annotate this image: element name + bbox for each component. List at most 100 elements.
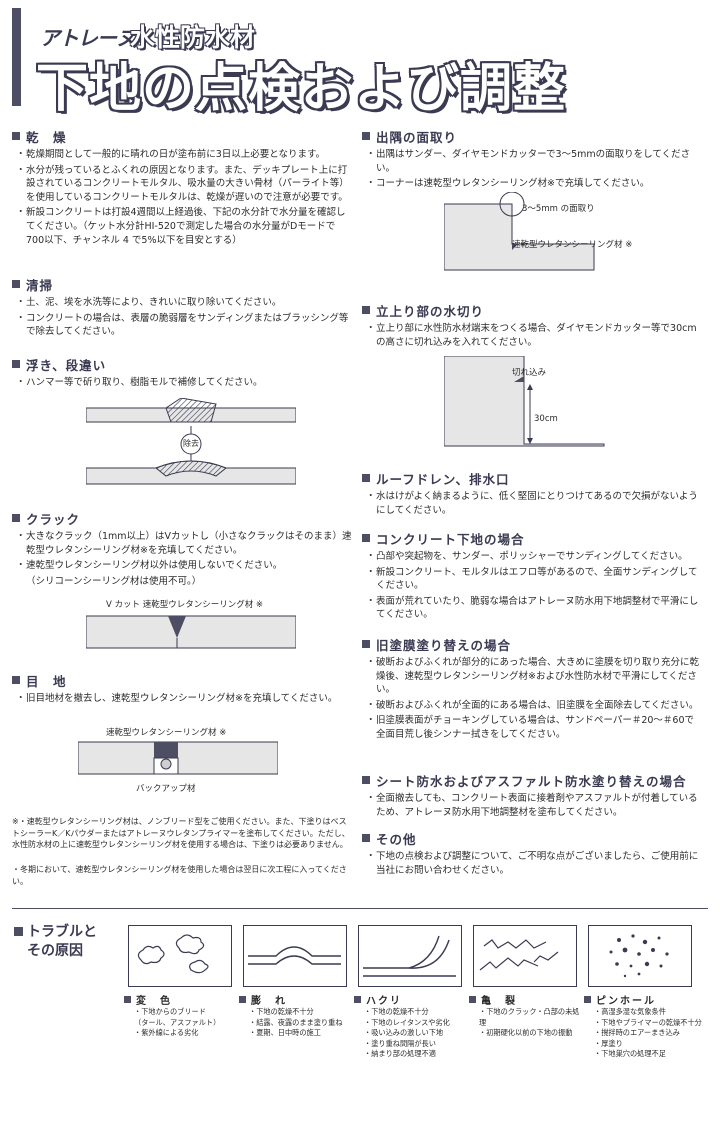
- list-item: ・下地の乾燥不十分: [364, 1007, 429, 1016]
- bullet-square-icon: [362, 776, 370, 784]
- section-sheet: シート防水およびアスファルト防水塗り替えの場合 ・全面撤去しても、コンクリート表…: [362, 772, 702, 821]
- list-item: ・立上り部に水性防水材端末をつくる場合、ダイヤモンドカッター等で30cmの高さに…: [366, 323, 697, 348]
- joint-diagram-label: バックアップ材: [136, 784, 196, 794]
- corner-diagram: [444, 192, 595, 271]
- bullet-square-icon: [12, 132, 20, 140]
- crack-diagram-label: V カット 速乾型ウレタンシーリング材 ※: [106, 600, 264, 610]
- list-item: ・下地の点検および調整について、ご不明な点がございましたら、ご使用前に当社にお問…: [366, 851, 699, 876]
- upstand-diagram: [444, 356, 605, 447]
- section-float: 浮き、段違い ・ハンマー等で斫り取り、樹脂モルで補修してください。: [12, 356, 352, 392]
- divider: [12, 908, 708, 909]
- list-item: ・撹拌時のエアーまき込み: [594, 1028, 680, 1037]
- trouble-card-blister: 膨 れ ・下地の乾燥不十分 ・結露、夜露のまま塗り重ね ・夏期、日中時の施工: [239, 992, 355, 1039]
- blister-icon: [248, 946, 341, 965]
- trouble-card-pinhole: ピンホール ・高湿多湿な気象条件 ・下地やプライマーの乾燥不十分 ・撹拌時のエア…: [584, 992, 708, 1060]
- list-item: ・下地巣穴の処理不足: [594, 1049, 666, 1058]
- section-heading: ルーフドレン、排水口: [376, 471, 510, 487]
- trouble-heading: トラブルと その原因: [14, 923, 97, 961]
- list-item: ・吸い込みの激しい下地: [364, 1028, 444, 1037]
- section-heading: その他: [376, 831, 417, 847]
- brand-logo-text: アトレーヌ: [40, 26, 136, 50]
- corner-diagram-label: 3～5mm の面取り: [522, 204, 595, 214]
- bullet-square-icon: [362, 474, 370, 482]
- section-clean: 清掃 ・土、泥、埃を水洗等により、きれいに取り除いてください。 ・コンクリートの…: [12, 276, 352, 341]
- bullet-square-icon: [12, 676, 20, 684]
- section-heading: 立上り部の水切り: [376, 303, 485, 319]
- list-item: （タール、アスファルト）: [134, 1017, 221, 1027]
- list-item: ・結露、夜露のまま塗り重ね: [249, 1017, 343, 1027]
- section-joint: 目 地 ・旧目地材を撤去し、速乾型ウレタンシーリング材※を充填してください。: [12, 672, 352, 708]
- list-item: ・破断およびふくれが全面的にある場合は、旧塗膜を全面除去してください。: [366, 699, 699, 711]
- joint-diagram: [78, 741, 278, 775]
- list-item: ・初期硬化以前の下地の振動: [479, 1028, 573, 1037]
- list-item: ・夏期、日中時の施工: [249, 1028, 321, 1037]
- crack-illustration: [473, 925, 577, 987]
- list-item: ・下地からのブリード: [134, 1007, 206, 1016]
- peeling-icon: [363, 935, 456, 977]
- list-item: ・速乾型ウレタンシーリング材以外は使用しないでください。: [16, 560, 283, 572]
- list-item: ・下地やプライマーの乾燥不十分: [594, 1017, 702, 1027]
- section-drain: ルーフドレン、排水口 ・水はけがよく納まるように、低く堅固にとりつけてあるので欠…: [362, 470, 702, 519]
- section-upstand: 立上り部の水切り ・立上り部に水性防水材端末をつくる場合、ダイヤモンドカッター等…: [362, 302, 702, 351]
- section-other: その他 ・下地の点検および調整について、ご不明な点がございましたら、ご使用前に当…: [362, 830, 702, 879]
- crack-icon: [479, 939, 559, 971]
- corner-diagram-label: 速乾型ウレタンシーリング材 ※: [512, 240, 633, 250]
- crack-diagram: [86, 615, 296, 649]
- list-item: ・新設コンクリートは打設4週間以上経過後、下記の水分計で水分量を確認してください…: [16, 207, 346, 246]
- bullet-square-icon: [362, 132, 370, 140]
- float-diagram: [86, 398, 296, 485]
- list-item: ・旧目地材を撤去し、速乾型ウレタンシーリング材※を充填してください。: [16, 693, 338, 704]
- list-item: ・旧塗膜表面がチョーキングしている場合は、サンドペーパー＃20～＃60で全面目荒…: [366, 715, 695, 740]
- discoloration-illustration: [128, 925, 232, 987]
- section-heading: シート防水およびアスファルト防水塗り替えの場合: [376, 773, 687, 789]
- section-heading: クラック: [26, 511, 81, 527]
- section-crack: クラック ・大きなクラック（1mm以上）はVカットし（小さなクラックはそのまま）…: [12, 510, 352, 590]
- blotch-icon: [137, 934, 209, 974]
- note-text: （シリコーンシーリング材は使用不可。）: [26, 575, 202, 587]
- footnote: ※・速乾型ウレタンシーリング材は、ノンブリード型をご使用ください。また、下塗りは…: [12, 817, 350, 849]
- header-bar: [12, 8, 21, 106]
- bullet-square-icon: [354, 996, 361, 1003]
- section-corner: 出隅の面取り ・出隅はサンダー、ダイヤモンドカッターで3～5mmの面取りをしてく…: [362, 128, 702, 193]
- float-diagram-label: 除去: [183, 439, 199, 448]
- bullet-square-icon: [362, 306, 370, 314]
- list-item: ・厚塗り: [594, 1038, 623, 1048]
- upstand-diagram-label: 30cm: [534, 414, 558, 424]
- bullet-square-icon: [14, 927, 23, 936]
- upstand-diagram-label: 切れ込み: [512, 368, 547, 378]
- list-item: ・水分が残っているとふくれの原因となります。また、デッキプレート上に打設されてい…: [16, 164, 349, 203]
- bullet-square-icon: [239, 996, 246, 1003]
- trouble-card-discoloration: 変 色 ・下地からのブリード （タール、アスファルト） ・紫外線による劣化: [124, 992, 240, 1039]
- section-heading: 旧塗膜塗り替えの場合: [376, 637, 512, 653]
- bullet-square-icon: [12, 360, 20, 368]
- list-item: ・コンクリートの場合は、表層の脆弱層をサンディングまたはブラッシング等で除去して…: [16, 312, 349, 338]
- list-item: ・下地のクラック・凸部の未処理: [479, 1007, 580, 1027]
- list-item: ・土、泥、埃を水洗等により、きれいに取り除いてください。: [16, 297, 282, 308]
- list-item: ・高湿多湿な気象条件: [594, 1007, 666, 1016]
- bullet-square-icon: [362, 834, 370, 842]
- section-heading: 目 地: [26, 673, 67, 689]
- list-item: ・下地の乾燥不十分: [249, 1007, 314, 1016]
- bullet-square-icon: [124, 996, 131, 1003]
- list-item: ・全面撤去しても、コンクリート表面に接着剤やアスファルトが付着しているため、アト…: [366, 793, 698, 818]
- list-item: ・乾燥期間として一般的に晴れの日が塗布前に3日以上必要となります。: [16, 149, 326, 160]
- peeling-illustration: [358, 925, 462, 987]
- section-heading: 出隅の面取り: [376, 129, 458, 145]
- list-item: ・ハンマー等で斫り取り、樹脂モルで補修してください。: [16, 377, 263, 388]
- list-item: ・コーナーは速乾型ウレタンシーリング材※で充填してください。: [366, 178, 650, 190]
- list-item: ・塗り重ね間隔が長い: [364, 1038, 436, 1048]
- bullet-square-icon: [362, 640, 370, 648]
- bullet-square-icon: [12, 514, 20, 522]
- list-item: ・新設コンクリート、モルタルはエフロ等があるので、全面サンディングしてください。: [366, 566, 698, 592]
- list-item: ・水はけがよく納まるように、低く堅固にとりつけてあるので欠損がないようにしてくだ…: [366, 491, 698, 516]
- list-item: ・下地のレイタンスや劣化: [364, 1017, 450, 1027]
- pinhole-illustration: [588, 925, 692, 987]
- joint-diagram-label: 速乾型ウレタンシーリング材 ※: [106, 728, 227, 738]
- list-item: ・大きなクラック（1mm以上）はVカットし（小さなクラックはそのまま）速乾型ウレ…: [16, 531, 352, 556]
- section-dry: 乾 燥 ・乾燥期間として一般的に晴れの日が塗布前に3日以上必要となります。 ・水…: [12, 128, 352, 249]
- list-item: ・表面が荒れていたり、脆弱な場合はアトレーヌ防水用下地調整材で平滑にしてください…: [366, 595, 699, 621]
- blister-illustration: [243, 925, 347, 987]
- section-heading: 清掃: [26, 277, 54, 293]
- list-item: ・出隅はサンダー、ダイヤモンドカッターで3～5mmの面取りをしてください。: [366, 149, 691, 174]
- footnote: ・冬期において、速乾型ウレタンシーリング材を使用した場合は翌日に次工程に入ってく…: [12, 865, 347, 886]
